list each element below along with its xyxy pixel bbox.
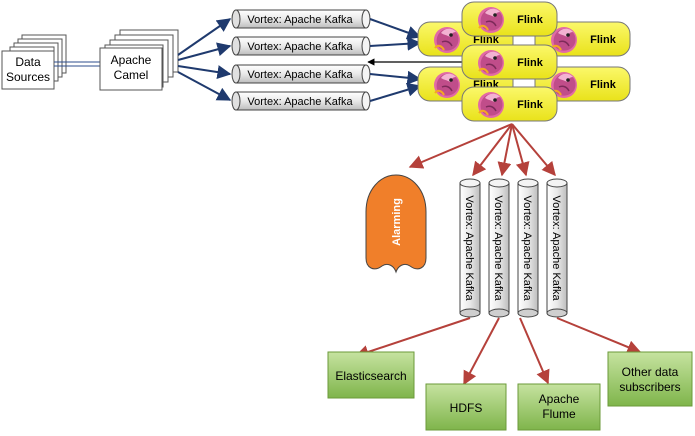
other-subscribers-label-1: Other data bbox=[622, 365, 679, 379]
ingest-kafka-topic-4: Vortex: Apache Kafka bbox=[231, 91, 371, 111]
flink-squirrel-icon bbox=[477, 91, 505, 119]
sink-other-subscribers: Other data subscribers bbox=[607, 351, 693, 407]
ingest-topic-label: Vortex: Apache Kafka bbox=[247, 14, 353, 26]
output-kafka-topic-2: Vortex: Apache Kafka bbox=[488, 178, 510, 318]
data-sources-label-2: Sources bbox=[6, 70, 50, 84]
output-topic-label: Vortex: Apache Kafka bbox=[521, 195, 533, 301]
camel-label-2: Camel bbox=[114, 68, 149, 82]
flink-label: Flink bbox=[517, 14, 544, 26]
ingest-topic-label: Vortex: Apache Kafka bbox=[247, 41, 353, 53]
data-sources-label-1: Data bbox=[15, 55, 41, 69]
flume-label-1: Apache bbox=[539, 392, 580, 406]
flume-label-2: Flume bbox=[542, 407, 576, 421]
flink-node: Flink bbox=[461, 1, 558, 37]
output-kafka-topic-3: Vortex: Apache Kafka bbox=[517, 178, 539, 318]
ingest-kafka-topics: Vortex: Apache Kafka Vortex: Apache Kafk… bbox=[231, 9, 371, 111]
flink-label: Flink bbox=[590, 34, 617, 46]
output-topic-label: Vortex: Apache Kafka bbox=[463, 195, 475, 301]
alarming-node: Alarming bbox=[365, 174, 427, 274]
flink-squirrel-icon bbox=[477, 6, 505, 34]
flink-label: Flink bbox=[473, 34, 500, 46]
output-kafka-topic-1: Vortex: Apache Kafka bbox=[459, 178, 481, 318]
flink-squirrel-icon bbox=[433, 71, 461, 99]
flink-squirrel-icon bbox=[477, 49, 505, 77]
hdfs-label: HDFS bbox=[450, 401, 483, 415]
flink-label: Flink bbox=[590, 79, 617, 91]
flink-node: Flink bbox=[461, 44, 558, 80]
camel-kafka-arrows bbox=[177, 18, 232, 101]
flink-output-arrows bbox=[408, 123, 556, 177]
flink-node: Flink bbox=[534, 66, 631, 102]
ingest-kafka-topic-2: Vortex: Apache Kafka bbox=[231, 36, 371, 56]
kafka-flink-arrows bbox=[369, 18, 422, 102]
flink-label: Flink bbox=[517, 57, 544, 69]
ingest-kafka-topic-1: Vortex: Apache Kafka bbox=[231, 9, 371, 29]
output-topic-label: Vortex: Apache Kafka bbox=[550, 195, 562, 301]
flink-squirrel-icon bbox=[433, 26, 461, 54]
alarming-label: Alarming bbox=[391, 198, 403, 246]
ingest-topic-label: Vortex: Apache Kafka bbox=[247, 69, 353, 81]
output-topic-label: Vortex: Apache Kafka bbox=[492, 195, 504, 301]
flink-node: Flink bbox=[461, 86, 558, 122]
output-kafka-topic-4: Vortex: Apache Kafka bbox=[546, 178, 568, 318]
flink-node: Flink bbox=[534, 21, 631, 57]
elasticsearch-label: Elasticsearch bbox=[335, 369, 406, 383]
sink-hdfs: HDFS bbox=[425, 383, 507, 431]
apache-camel-stack: Apache Camel bbox=[99, 29, 179, 91]
sink-arrows bbox=[354, 317, 642, 386]
sink-elasticsearch: Elasticsearch bbox=[327, 351, 415, 399]
camel-label-1: Apache bbox=[111, 53, 152, 67]
ingest-kafka-topic-3: Vortex: Apache Kafka bbox=[231, 64, 371, 84]
flink-label: Flink bbox=[517, 99, 544, 111]
output-kafka-topics: Vortex: Apache Kafka Vortex: Apache Kafk… bbox=[459, 178, 568, 318]
other-subscribers-label-2: subscribers bbox=[619, 380, 680, 394]
sink-apache-flume: Apache Flume bbox=[517, 383, 601, 431]
data-sources-stack: Data Sources bbox=[1, 34, 67, 90]
ingest-topic-label: Vortex: Apache Kafka bbox=[247, 96, 353, 108]
